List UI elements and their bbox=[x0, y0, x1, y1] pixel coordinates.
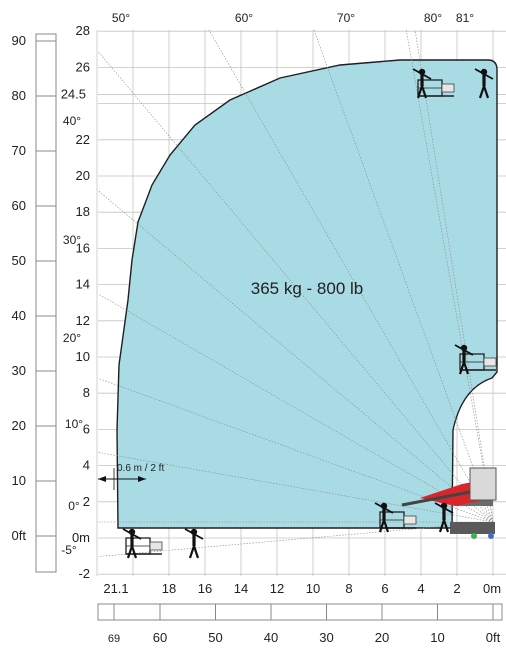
feet-y-tick-label: 70 bbox=[12, 143, 26, 158]
angle-label: 0° bbox=[68, 499, 80, 513]
feet-y-tick-label: 20 bbox=[12, 418, 26, 433]
meter-y-tick-label: 4 bbox=[83, 458, 90, 473]
angle-label: 80° bbox=[424, 11, 442, 25]
operator-figure-icon bbox=[412, 68, 432, 99]
meter-x-tick-label: 0m bbox=[483, 581, 501, 596]
feet-x-tick-label: 69 bbox=[108, 633, 120, 645]
meter-vertical-scale: 28 26 24.5 22 20 18 16 14 12 10 8 6 4 2 0m -2 bbox=[61, 23, 90, 581]
meter-x-tick-label: 4 bbox=[417, 581, 424, 596]
angle-label: -5° bbox=[61, 543, 77, 557]
operator-figure-icon bbox=[184, 528, 204, 559]
operator-figure-icon bbox=[374, 502, 394, 533]
boom-angle-labels: 50° 60° 70° 80° 81° 40° 30° 20° 10° 0° -5° bbox=[61, 11, 474, 557]
boom-angle-lines bbox=[98, 30, 494, 557]
boom-angle-line bbox=[98, 452, 494, 523]
feet-x-tick-label: 50 bbox=[208, 630, 222, 645]
angle-label: 10° bbox=[65, 417, 83, 431]
meter-y-tick-label: 22 bbox=[76, 132, 90, 147]
meter-x-tick-label: 14 bbox=[234, 581, 248, 596]
meter-x-tick-label: 8 bbox=[345, 581, 352, 596]
meter-y-tick-label: 2 bbox=[83, 494, 90, 509]
working-envelope-area bbox=[116, 59, 498, 529]
boom-angle-line bbox=[313, 30, 494, 523]
meter-y-tick-label: 28 bbox=[76, 23, 90, 38]
meter-y-tick-label: 20 bbox=[76, 168, 90, 183]
angle-label: 20° bbox=[63, 331, 81, 345]
angle-label: 60° bbox=[235, 11, 253, 25]
meter-y-tick-label: 12 bbox=[76, 313, 90, 328]
boom-angle-line bbox=[98, 190, 494, 523]
feet-y-tick-label: 0ft bbox=[12, 528, 27, 543]
meter-y-tick-label: 16 bbox=[76, 240, 90, 255]
angle-label: 81° bbox=[456, 11, 474, 25]
feet-y-tick-label: 40 bbox=[12, 308, 26, 323]
feet-vertical-scale: 90 80 70 60 50 40 30 20 10 0ft bbox=[12, 33, 57, 573]
operator-figure-icon bbox=[454, 344, 474, 375]
meter-y-tick-label: 26 bbox=[76, 59, 90, 74]
meter-y-tick-label: 24.5 bbox=[61, 87, 86, 102]
angle-label: 30° bbox=[63, 233, 81, 247]
boom-angle-line bbox=[414, 30, 494, 523]
feet-x-tick-label: 10 bbox=[430, 630, 444, 645]
meter-x-tick-label: 21.1 bbox=[103, 581, 128, 596]
boom-angle-line bbox=[98, 293, 494, 523]
feet-x-tick-label: 20 bbox=[375, 630, 389, 645]
angle-label: 70° bbox=[337, 11, 355, 25]
meter-x-tick-label: 16 bbox=[198, 581, 212, 596]
meter-y-tick-label: 8 bbox=[83, 385, 90, 400]
angle-label: 50° bbox=[112, 11, 130, 25]
meter-y-tick-label: 0m bbox=[72, 530, 90, 545]
meter-y-tick-label: 10 bbox=[76, 349, 90, 364]
meter-y-tick-label: 18 bbox=[76, 204, 90, 219]
feet-y-tick-label: 90 bbox=[12, 33, 26, 48]
angle-label: 40° bbox=[63, 114, 81, 128]
meter-y-tick-label: 14 bbox=[76, 277, 90, 292]
telehandler-machine-icon bbox=[401, 467, 497, 539]
feet-y-tick-label: 60 bbox=[12, 198, 26, 213]
feet-y-tick-label: 10 bbox=[12, 473, 26, 488]
offset-marker: 0.6 m / 2 ft bbox=[98, 463, 164, 490]
meter-y-tick-label: -2 bbox=[78, 566, 90, 581]
boom-angle-line bbox=[405, 30, 494, 523]
feet-horizontal-scale: 69 60 50 40 30 20 10 0ft bbox=[97, 603, 503, 645]
meter-x-tick-label: 6 bbox=[381, 581, 388, 596]
boom-angle-line bbox=[98, 50, 494, 523]
feet-y-tick-label: 80 bbox=[12, 88, 26, 103]
feet-x-tick-label: 0ft bbox=[486, 630, 501, 645]
load-capacity-label: 365 kg - 800 lb bbox=[251, 279, 363, 298]
operator-figure-icon bbox=[474, 68, 494, 99]
meter-x-tick-label: 12 bbox=[270, 581, 284, 596]
feet-x-tick-label: 40 bbox=[264, 630, 278, 645]
feet-y-tick-label: 30 bbox=[12, 363, 26, 378]
boom-angle-line bbox=[98, 377, 494, 523]
boom-angle-line bbox=[208, 30, 494, 523]
feet-x-tick-label: 30 bbox=[319, 630, 333, 645]
meter-x-tick-label: 10 bbox=[306, 581, 320, 596]
meter-x-tick-label: 2 bbox=[453, 581, 460, 596]
feet-y-tick-label: 50 bbox=[12, 253, 26, 268]
feet-x-tick-label: 60 bbox=[153, 630, 167, 645]
meter-x-tick-label: 18 bbox=[162, 581, 176, 596]
meter-y-tick-label: 6 bbox=[83, 421, 90, 436]
operator-figure-icon bbox=[434, 502, 454, 533]
operator-figure-icon bbox=[122, 528, 142, 559]
offset-label: 0.6 m / 2 ft bbox=[117, 463, 164, 474]
meter-horizontal-scale: 21.1 18 16 14 12 10 8 6 4 2 0m bbox=[103, 581, 501, 596]
